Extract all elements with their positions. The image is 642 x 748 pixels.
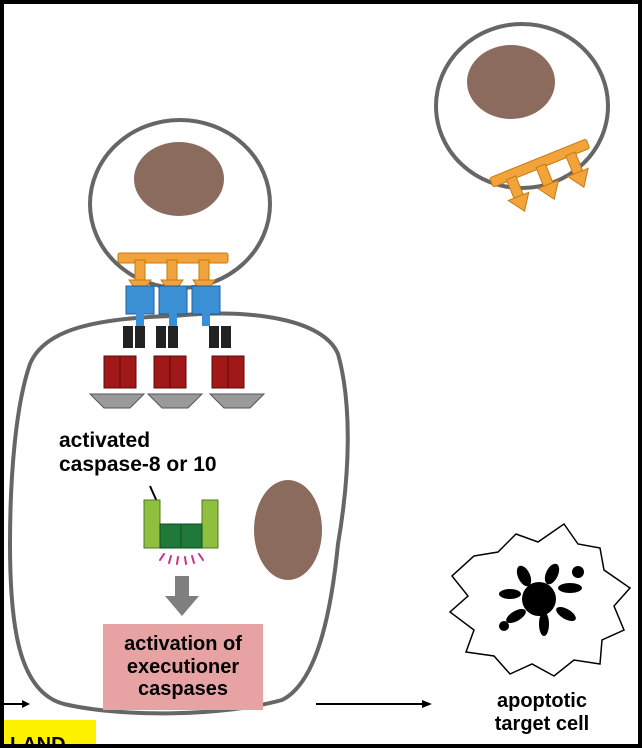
procaspase-icon (88, 355, 266, 409)
caspase-label-line1: activated (59, 429, 151, 452)
diagram-canvas (4, 22, 632, 716)
second-killer-cell (434, 22, 610, 216)
target-cell-membrane (7, 311, 350, 716)
executioner-caspases-box: activation of executioner caspases (103, 624, 263, 710)
caspase-dimer-icon (143, 499, 219, 565)
fragmented-nucleus (499, 563, 584, 636)
apoptotic-cell-icon (448, 522, 632, 677)
fas-ligand-trimer-icon (117, 252, 229, 297)
caspase-label: activated caspase-8 or 10 (59, 429, 217, 477)
nucleus-icon (254, 480, 322, 580)
nucleus-icon (134, 142, 224, 216)
activation-arrow (165, 576, 199, 616)
nucleus-icon (467, 45, 555, 119)
apoptotic-target-cell-label: apoptotic target cell (474, 690, 610, 736)
fas-ligand-trimer-icon (489, 139, 595, 216)
caspase-label-line2: caspase-8 or 10 (59, 453, 217, 477)
diagram-panel: activated caspase-8 or 10 activation of … (4, 4, 638, 744)
target-cell (7, 311, 350, 716)
adaptor-protein-icon (123, 326, 231, 348)
corner-tag-label: LAND (10, 734, 66, 744)
activity-rays (159, 553, 204, 565)
process-arrow-right (316, 700, 432, 708)
apoptotic-label-line1: apoptotic (497, 690, 587, 712)
process-arrow-left (4, 700, 30, 708)
apoptotic-label-line2: target cell (494, 713, 590, 735)
killer-cell (88, 118, 272, 290)
executioner-caspases-label: activation of executioner caspases (124, 633, 242, 701)
corner-tag: LAND (4, 720, 96, 744)
fas-receptor-icon (125, 285, 221, 326)
